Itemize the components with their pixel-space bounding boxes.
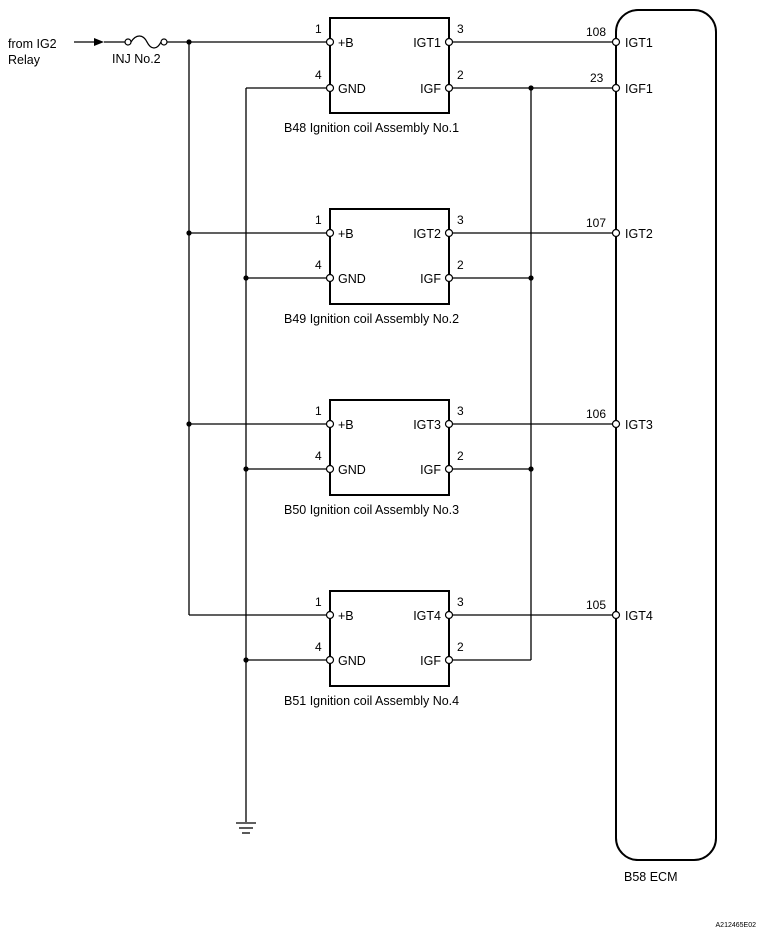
coil-pin-b: 1 [315, 595, 322, 609]
ecm-pin-number: 23 [590, 71, 604, 85]
coil-pin-b: 1 [315, 404, 322, 418]
ecm-caption: B58 ECM [624, 870, 678, 884]
junction-dot [528, 85, 534, 91]
ecm-pin-number: 106 [586, 407, 606, 421]
ecm-terminal-label: IGF1 [625, 82, 653, 96]
coil-pin-gnd: 4 [315, 640, 322, 654]
source-label-line1: from IG2 [8, 37, 57, 51]
coil-label-b: +B [338, 36, 354, 50]
coil-label-gnd: GND [338, 272, 366, 286]
coil-label-igt: IGT2 [413, 227, 441, 241]
coil-pin-gnd: 4 [315, 68, 322, 82]
ecm-terminal: 108 IGT1 [586, 25, 653, 50]
coil-label-igf: IGF [420, 463, 441, 477]
ecm-block [615, 9, 717, 861]
junction-dot [186, 39, 192, 45]
ecm-terminal: 107 IGT2 [586, 216, 653, 241]
coil-label-igf: IGF [420, 654, 441, 668]
ecm-pin-number: 105 [586, 598, 606, 612]
source-arrow [74, 38, 125, 46]
junction-dot [243, 657, 249, 663]
ground-symbol [236, 822, 256, 834]
coil-label-igt: IGT3 [413, 418, 441, 432]
coil-pin-igt: 3 [457, 213, 464, 227]
coil-body [329, 208, 450, 305]
ecm-pin-number: 107 [586, 216, 606, 230]
ecm-terminal-label: IGT3 [625, 418, 653, 432]
coil-body [329, 399, 450, 496]
ignition-coil-4: 1 4 3 2 +B GND IGT4 IGF B51 Ignition coi… [284, 590, 464, 708]
figure-id: A212465E02 [716, 922, 757, 929]
ecm-terminal-label: IGT4 [625, 609, 653, 623]
junction-dot [243, 275, 249, 281]
fuse-symbol [124, 35, 168, 49]
source-label-line2: Relay [8, 53, 41, 67]
fuse-label: INJ No.2 [112, 52, 161, 66]
coil-pin-igt: 3 [457, 595, 464, 609]
coil-body [329, 17, 450, 114]
coil-pin-igf: 2 [457, 68, 464, 82]
ecm-terminal-label: IGT2 [625, 227, 653, 241]
coil-pin-b: 1 [315, 22, 322, 36]
coil-pin-igf: 2 [457, 640, 464, 654]
coil-label-igt: IGT1 [413, 36, 441, 50]
ignition-coil-2: 1 4 3 2 +B GND IGT2 IGF B49 Ignition coi… [284, 208, 464, 326]
ecm-terminal: 106 IGT3 [586, 407, 653, 432]
coil-caption: B50 Ignition coil Assembly No.3 [284, 503, 459, 517]
coil-label-igt: IGT4 [413, 609, 441, 623]
coil-label-igf: IGF [420, 272, 441, 286]
coil-label-igf: IGF [420, 82, 441, 96]
ecm-terminal-label: IGT1 [625, 36, 653, 50]
junction-dot [528, 466, 534, 472]
coil-label-gnd: GND [338, 463, 366, 477]
coil-pin-igf: 2 [457, 449, 464, 463]
coil-pin-igt: 3 [457, 404, 464, 418]
coil-caption: B51 Ignition coil Assembly No.4 [284, 694, 459, 708]
junction-dot [528, 275, 534, 281]
coil-pin-b: 1 [315, 213, 322, 227]
coil-pin-gnd: 4 [315, 258, 322, 272]
coil-label-b: +B [338, 609, 354, 623]
coil-pin-gnd: 4 [315, 449, 322, 463]
ignition-coil-1: 1 4 3 2 +B GND IGT1 IGF B48 Ignition coi… [284, 17, 464, 135]
coil-caption: B49 Ignition coil Assembly No.2 [284, 312, 459, 326]
coil-body [329, 590, 450, 687]
ecm-terminal: 23 IGF1 [590, 71, 653, 96]
coil-caption: B48 Ignition coil Assembly No.1 [284, 121, 459, 135]
ignition-coil-3: 1 4 3 2 +B GND IGT3 IGF B50 Ignition coi… [284, 399, 464, 517]
coil-label-b: +B [338, 227, 354, 241]
coil-label-gnd: GND [338, 654, 366, 668]
junction-dot [243, 466, 249, 472]
coil-label-b: +B [338, 418, 354, 432]
ecm-terminal: 105 IGT4 [586, 598, 653, 623]
coil-pin-igt: 3 [457, 22, 464, 36]
coil-pin-igf: 2 [457, 258, 464, 272]
ecm-pin-number: 108 [586, 25, 606, 39]
coil-label-gnd: GND [338, 82, 366, 96]
